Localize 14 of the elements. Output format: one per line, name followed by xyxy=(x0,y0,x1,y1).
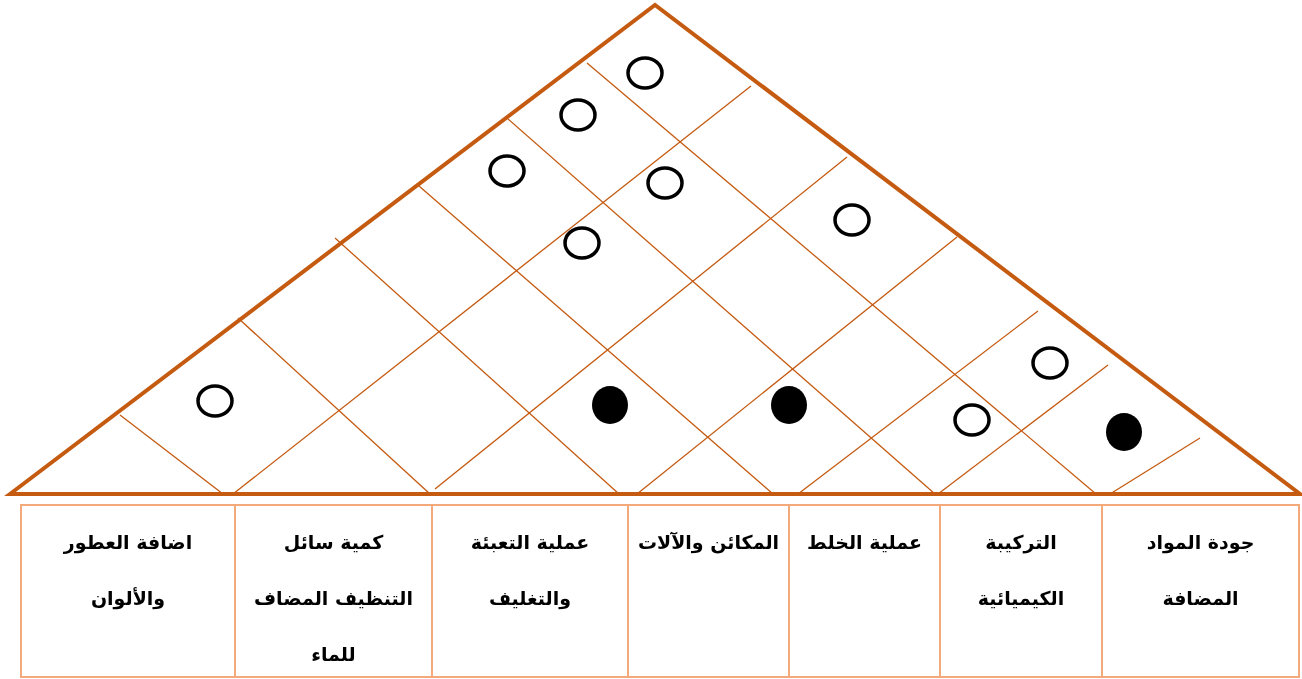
header-cell xyxy=(627,504,790,678)
cell-label: كمية سائل التنظيف المضاف للماء xyxy=(253,530,414,667)
header-cell xyxy=(1101,504,1300,678)
cell-label: التركيبة الكيميائية xyxy=(976,530,1066,611)
cell-label: المكائن والآلات xyxy=(636,530,781,556)
header-cell xyxy=(788,504,941,678)
header-cell xyxy=(939,504,1103,678)
header-cell xyxy=(20,504,236,678)
cell-label: جودة المواد المضافة xyxy=(1145,530,1256,611)
cell-label: اضافة العطور والألوان xyxy=(62,530,194,612)
cell-label: عملية التعبئة والتغليف xyxy=(469,530,591,612)
header-cell xyxy=(431,504,629,678)
header-cell xyxy=(234,504,433,678)
cell-label: عملية الخلط xyxy=(806,530,923,555)
